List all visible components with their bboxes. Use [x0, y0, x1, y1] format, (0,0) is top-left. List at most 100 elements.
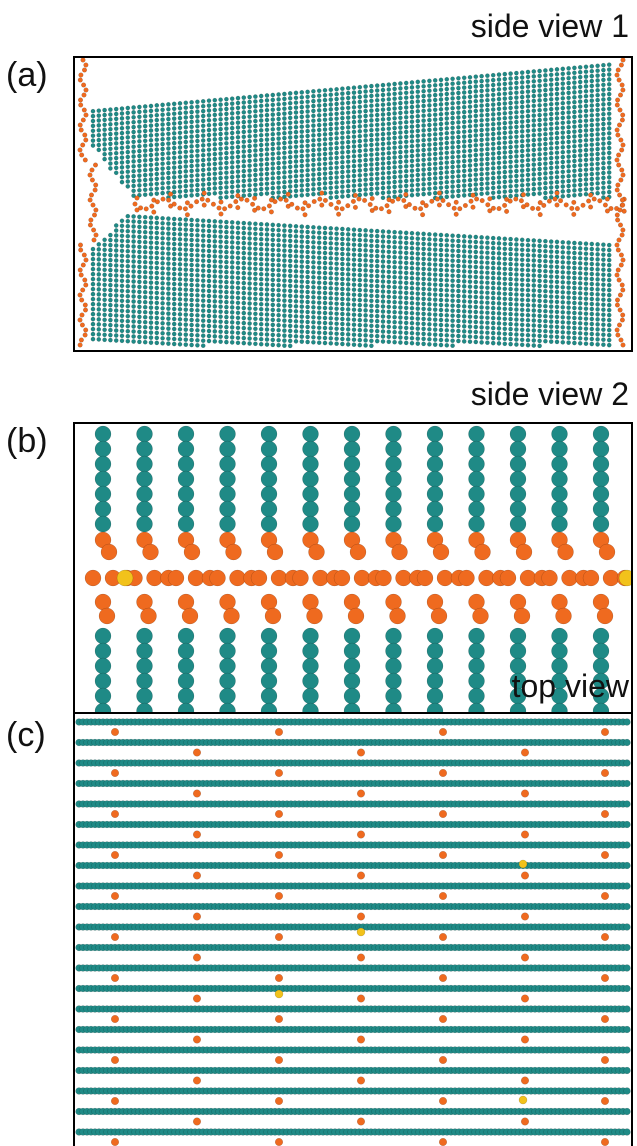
- teal-atom: [90, 311, 96, 317]
- teal-atom: [311, 142, 316, 148]
- teal-atom: [508, 266, 513, 272]
- teal-atom: [519, 252, 525, 258]
- teal-atom: [299, 284, 305, 289]
- teal-atom: [345, 149, 351, 155]
- teal-atom: [577, 128, 583, 134]
- teal-atom: [415, 291, 421, 296]
- teal-atom: [386, 269, 392, 275]
- teal-atom: [276, 106, 281, 112]
- teal-atom: [299, 94, 305, 100]
- teal-atom: [427, 122, 432, 128]
- teal-atom: [490, 295, 496, 301]
- teal-atom: [218, 229, 223, 235]
- teal-atom: [485, 151, 490, 157]
- teal-atom: [386, 175, 392, 181]
- teal-atom: [177, 236, 183, 242]
- teal-atom: [270, 312, 276, 318]
- teal-atom: [426, 455, 444, 473]
- teal-atom: [566, 188, 571, 194]
- teal-atom: [432, 262, 438, 267]
- teal-atom: [409, 163, 415, 169]
- teal-atom: [276, 141, 281, 146]
- teal-atom: [473, 334, 479, 340]
- orange-atom: [227, 203, 233, 209]
- teal-atom: [467, 158, 473, 163]
- teal-atom: [432, 337, 438, 342]
- teal-atom: [258, 271, 264, 277]
- teal-atom: [177, 440, 195, 458]
- teal-atom: [94, 657, 112, 675]
- teal-atom: [363, 258, 368, 263]
- teal-atom: [450, 194, 455, 199]
- teal-atom: [514, 262, 519, 267]
- teal-atom: [316, 275, 322, 281]
- teal-atom: [380, 87, 386, 93]
- teal-atom: [357, 182, 363, 188]
- teal-atom: [398, 188, 403, 194]
- orange-atom: [395, 569, 412, 587]
- teal-atom: [96, 147, 102, 153]
- teal-atom: [531, 318, 537, 323]
- teal-atom: [195, 123, 200, 129]
- teal-atom: [148, 315, 154, 320]
- teal-atom: [200, 243, 206, 249]
- teal-atom: [125, 323, 131, 329]
- teal-atom: [508, 296, 513, 302]
- teal-atom: [258, 108, 264, 114]
- teal-atom: [560, 149, 566, 155]
- teal-atom: [421, 177, 426, 182]
- teal-atom: [171, 130, 177, 136]
- teal-atom: [531, 167, 537, 172]
- teal-atom: [543, 313, 548, 319]
- teal-atom: [456, 144, 461, 150]
- teal-atom: [166, 216, 171, 221]
- teal-atom: [241, 225, 247, 231]
- orange-atom: [386, 209, 392, 215]
- teal-atom: [577, 275, 583, 281]
- teal-atom: [166, 226, 171, 231]
- teal-atom: [90, 276, 96, 282]
- teal-atom: [351, 257, 357, 263]
- teal-atom: [96, 317, 102, 322]
- orange-atom: [615, 217, 621, 223]
- teal-atom: [189, 158, 194, 164]
- teal-atom: [438, 342, 444, 348]
- teal-atom: [305, 172, 310, 178]
- teal-atom: [531, 147, 537, 153]
- teal-atom: [403, 280, 409, 286]
- teal-atom: [119, 111, 125, 116]
- orange-atom: [350, 198, 356, 204]
- teal-atom: [577, 340, 583, 346]
- teal-atom: [334, 331, 339, 337]
- teal-atom: [345, 302, 351, 307]
- teal-atom: [212, 319, 218, 324]
- teal-atom: [131, 274, 136, 279]
- teal-atom: [166, 246, 171, 251]
- teal-atom: [421, 341, 426, 347]
- teal-atom: [345, 322, 351, 327]
- teal-atom: [264, 327, 270, 332]
- orange-atom: [83, 282, 89, 288]
- teal-atom: [577, 84, 583, 90]
- teal-atom: [189, 217, 194, 223]
- teal-atom: [456, 149, 461, 155]
- teal-atom: [432, 92, 438, 98]
- teal-atom: [548, 155, 554, 161]
- teal-atom: [398, 86, 403, 91]
- teal-atom: [328, 141, 334, 147]
- teal-atom: [258, 266, 264, 272]
- teal-atom: [543, 122, 548, 127]
- teal-atom: [369, 303, 374, 309]
- teal-atom: [224, 229, 229, 235]
- teal-atom: [212, 254, 218, 259]
- teal-atom: [166, 126, 171, 132]
- orange-atom: [142, 543, 159, 561]
- teal-atom: [224, 239, 229, 245]
- teal-atom: [235, 285, 241, 291]
- orange-atom: [535, 206, 541, 212]
- teal-atom: [519, 163, 525, 169]
- teal-atom: [560, 339, 566, 345]
- teal-atom: [154, 310, 160, 316]
- teal-atom: [409, 143, 415, 149]
- teal-atom: [496, 251, 502, 256]
